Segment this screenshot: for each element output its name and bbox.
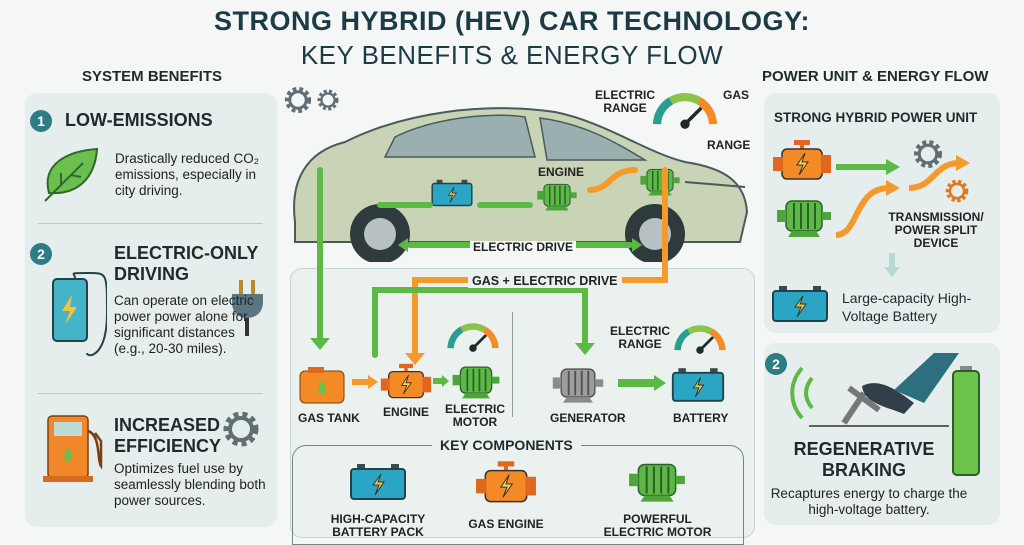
- gear-icon: [221, 409, 261, 449]
- energy-flow-arrows-front: [310, 167, 668, 365]
- power-unit-panel: STRONG HYBRID POWER UNIT TRANSMISSION/ P…: [764, 93, 1000, 333]
- title-line-1: STRONG HYBRID (HEV) CAR TECHNOLOGY:: [214, 6, 810, 36]
- system-benefits-header: SYSTEM BENEFITS: [82, 68, 223, 85]
- range-gauge-icon: [650, 88, 720, 130]
- regen-desc: Recaptures energy to charge the high-vol…: [770, 486, 968, 517]
- gas-electric-drive-label: GAS + ELECTRIC DRIVE: [468, 275, 622, 288]
- regen-braking-panel: 2 REGENERATIVE BRAKING Recaptures energy…: [764, 343, 1000, 525]
- key-components-header: KEY COMPONENTS: [432, 437, 581, 453]
- battery-icon: [670, 365, 726, 405]
- system-benefits-panel: 1 LOW-EMISSIONS Drastically reduced CO₂ …: [25, 93, 277, 527]
- gas-tank-label: GAS TANK: [298, 411, 360, 425]
- gas-engine-icon: [475, 460, 537, 506]
- powerful-motor-icon: [626, 458, 688, 504]
- arrow-icon: [618, 375, 666, 391]
- car-gas-label: GAS: [723, 88, 750, 102]
- gauge-icon: [672, 322, 728, 354]
- transmission-label: TRANSMISSION/ POWER SPLIT DEVICE: [888, 210, 984, 250]
- divider: [38, 223, 263, 224]
- car-range-label: RANGE: [707, 138, 751, 152]
- generator-icon: [550, 362, 606, 406]
- fuel-pump-icon: [43, 415, 103, 482]
- badge-2: 2: [30, 243, 52, 265]
- hybrid-car-illustration: [293, 107, 749, 262]
- engine-icon: [772, 138, 832, 184]
- engine-label: ENGINE: [383, 405, 430, 419]
- battery-level-icon: [952, 366, 980, 476]
- gas-tank-icon: [299, 367, 345, 404]
- benefit-title-low-emissions: LOW-EMISSIONS: [65, 110, 213, 130]
- brake-pedal-icon: [790, 353, 959, 427]
- benefit-title-efficiency: INCREASED EFFICIENCY: [114, 415, 222, 456]
- motor-icon: [774, 193, 834, 241]
- gauge-icon: [445, 320, 501, 352]
- title-line-2: KEY BENEFITS & ENERGY FLOW: [300, 40, 724, 70]
- car-electric-range-label: ELECTRIC RANGE: [595, 88, 655, 115]
- benefit-desc-electric-only: Can operate on electric power power alon…: [114, 293, 254, 356]
- key-component-engine-label: GAS ENGINE: [468, 517, 544, 531]
- power-unit-header: POWER UNIT & ENERGY FLOW: [762, 68, 989, 85]
- arrow-icon: [352, 375, 378, 389]
- electric-range-label: ELECTRIC RANGE: [610, 324, 670, 351]
- gear-icon: [912, 138, 944, 170]
- generator-label: GENERATOR: [550, 411, 626, 425]
- benefit-desc-low-emissions: Drastically reduced CO₂ emissions, espec…: [115, 151, 260, 198]
- car-engine-label: ENGINE: [538, 165, 585, 179]
- leaf-icon: [44, 147, 99, 202]
- electric-motor-label: ELECTRIC MOTOR: [445, 402, 505, 429]
- power-unit-title: STRONG HYBRID POWER UNIT: [774, 110, 978, 125]
- battery-plug-icon: [52, 272, 107, 357]
- plug-icon: [232, 280, 263, 336]
- regen-title: REGENERATIVE BRAKING: [793, 439, 935, 480]
- battery-desc: Large-capacity High-Voltage Battery: [842, 290, 972, 324]
- down-arrow-icon: [884, 253, 900, 277]
- engine-icon: [380, 362, 432, 402]
- key-component-battery-label: HIGH-CAPACITY BATTERY PACK: [330, 512, 426, 539]
- power-split-arrows: [835, 155, 970, 238]
- battery-icon: [770, 283, 830, 325]
- gear-icon: [944, 178, 970, 204]
- divider: [512, 312, 513, 417]
- electric-drive-label: ELECTRIC DRIVE: [470, 241, 577, 254]
- arrow-icon: [433, 375, 449, 387]
- badge-2: 2: [765, 353, 787, 375]
- battery-pack-icon: [348, 460, 408, 504]
- badge-1: 1: [30, 110, 52, 132]
- key-component-motor-label: POWERFUL ELECTRIC MOTOR: [603, 512, 712, 539]
- battery-label: BATTERY: [673, 411, 729, 425]
- benefit-desc-efficiency: Optimizes fuel use by seamlessly blendin…: [114, 461, 266, 508]
- electric-motor-icon: [450, 360, 502, 402]
- divider: [38, 393, 263, 394]
- benefit-title-electric-only: ELECTRIC-ONLY DRIVING: [114, 243, 259, 284]
